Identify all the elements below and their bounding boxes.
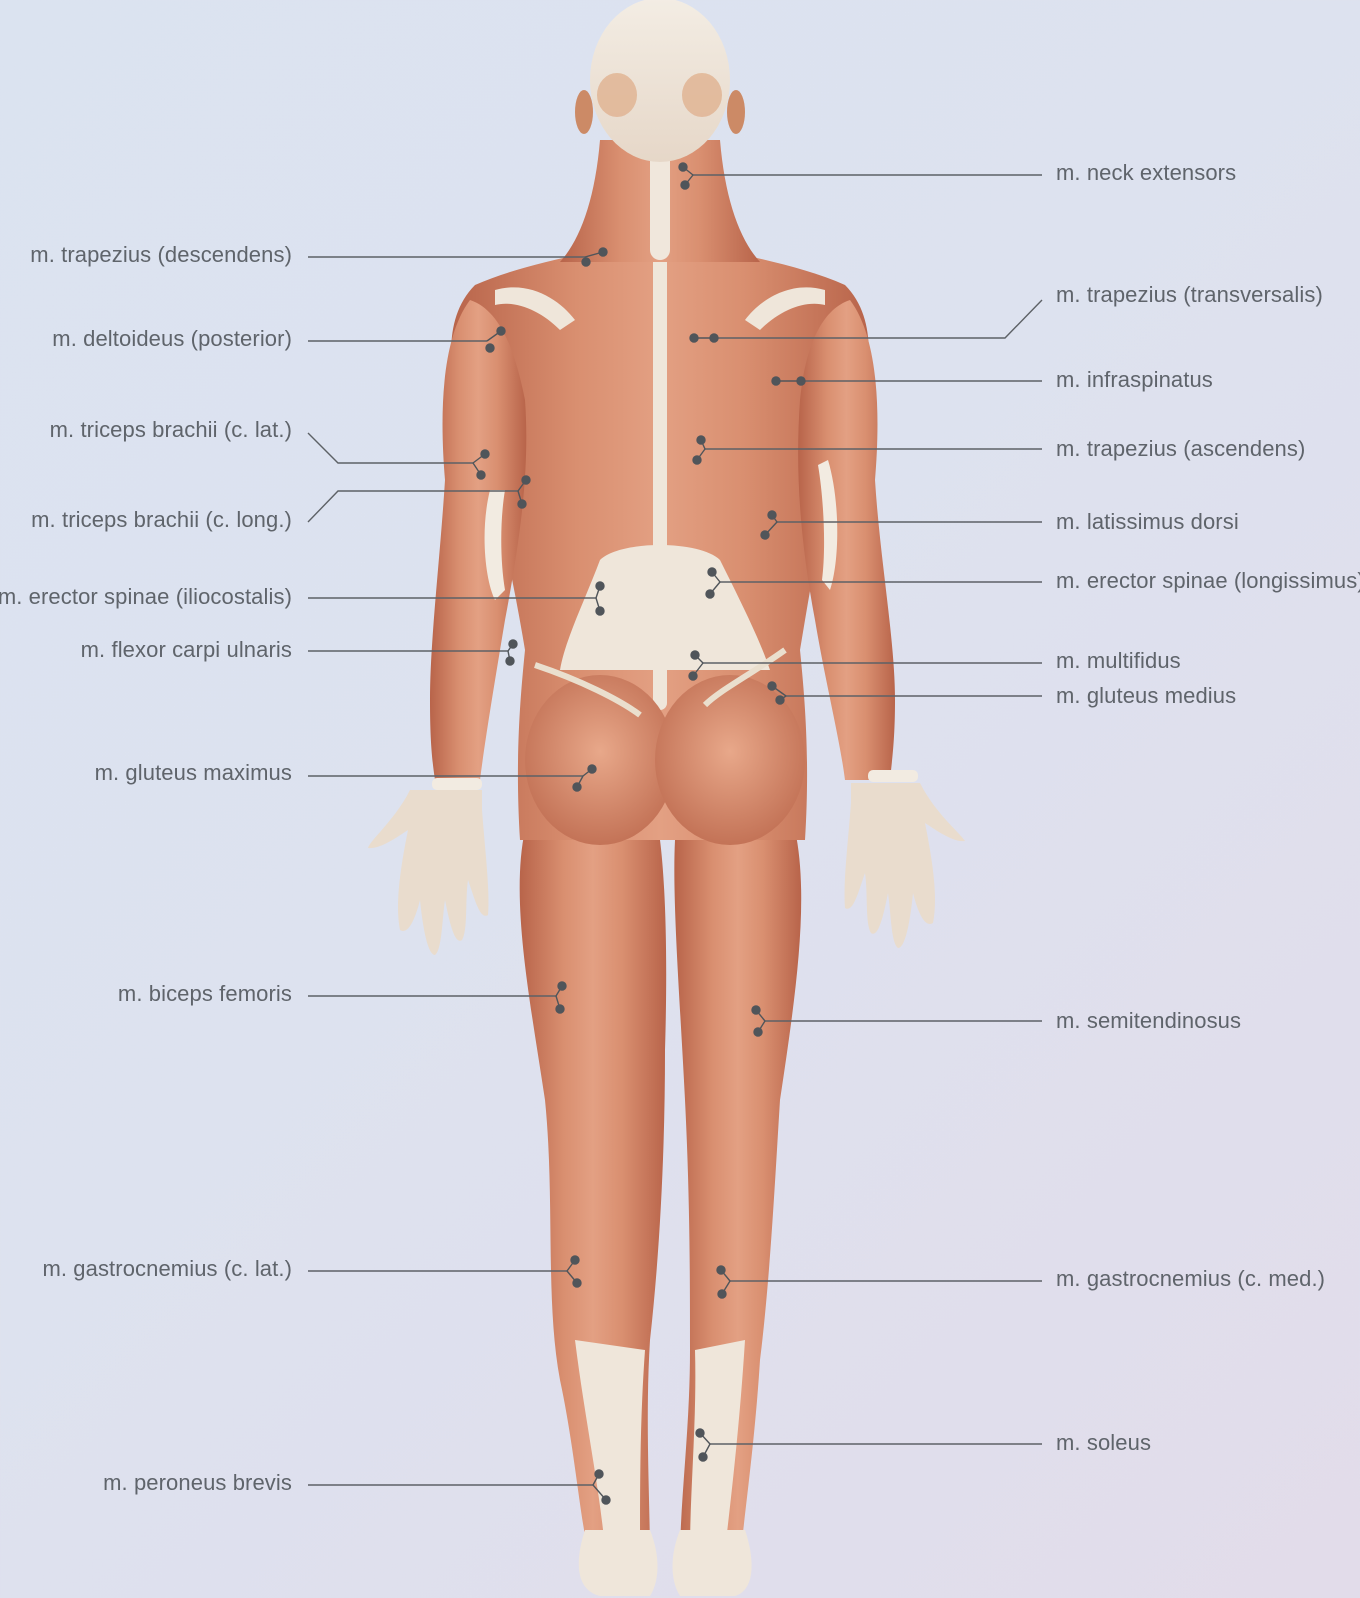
label-trapezius-descendens: m. trapezius (descendens) — [30, 242, 292, 268]
right-ear — [727, 90, 745, 134]
label-multifidus: m. multifidus — [1056, 648, 1181, 674]
label-gluteus-maximus: m. gluteus maximus — [95, 760, 292, 786]
label-neck-extensors: m. neck extensors — [1056, 160, 1236, 186]
right-leg — [674, 830, 801, 1560]
label-biceps-femoris: m. biceps femoris — [118, 981, 292, 1007]
label-trapezius-transversalis: m. trapezius (transversalis) — [1056, 282, 1323, 308]
label-trapezius-ascendens: m. trapezius (ascendens) — [1056, 436, 1305, 462]
left-foot — [579, 1530, 658, 1596]
label-soleus: m. soleus — [1056, 1430, 1151, 1456]
label-peroneus-brevis: m. peroneus brevis — [103, 1470, 292, 1496]
left-arm — [430, 300, 526, 780]
label-semitendinosus: m. semitendinosus — [1056, 1008, 1241, 1034]
label-erector-spinae-longissimus: m. erector spinae (longissimus) — [1056, 568, 1360, 594]
left-hand — [368, 790, 488, 955]
right-wrist-band — [868, 770, 918, 782]
label-latissimus-dorsi: m. latissimus dorsi — [1056, 509, 1239, 535]
left-ear — [575, 90, 593, 134]
right-hand — [845, 783, 965, 948]
label-gluteus-medius: m. gluteus medius — [1056, 683, 1236, 709]
human-figure-illustration — [368, 0, 965, 1596]
label-triceps-brachii-long: m. triceps brachii (c. long.) — [31, 507, 292, 533]
right-occipital-muscle — [682, 73, 722, 117]
left-occipital-muscle — [597, 73, 637, 117]
right-foot — [673, 1530, 752, 1596]
right-arm — [798, 300, 895, 780]
label-gastrocnemius-lat: m. gastrocnemius (c. lat.) — [42, 1256, 292, 1282]
label-deltoideus-posterior: m. deltoideus (posterior) — [52, 326, 292, 352]
dots-flexor-carpi-ulnaris — [506, 640, 517, 665]
left-wrist-band — [432, 778, 482, 790]
label-infraspinatus: m. infraspinatus — [1056, 367, 1213, 393]
left-glute — [525, 675, 675, 845]
label-erector-spinae-iliocostalis: m. erector spinae (iliocostalis) — [0, 584, 292, 610]
label-flexor-carpi-ulnaris: m. flexor carpi ulnaris — [81, 637, 292, 663]
label-triceps-brachii-lat: m. triceps brachii (c. lat.) — [50, 417, 292, 443]
label-gastrocnemius-med: m. gastrocnemius (c. med.) — [1056, 1266, 1325, 1292]
